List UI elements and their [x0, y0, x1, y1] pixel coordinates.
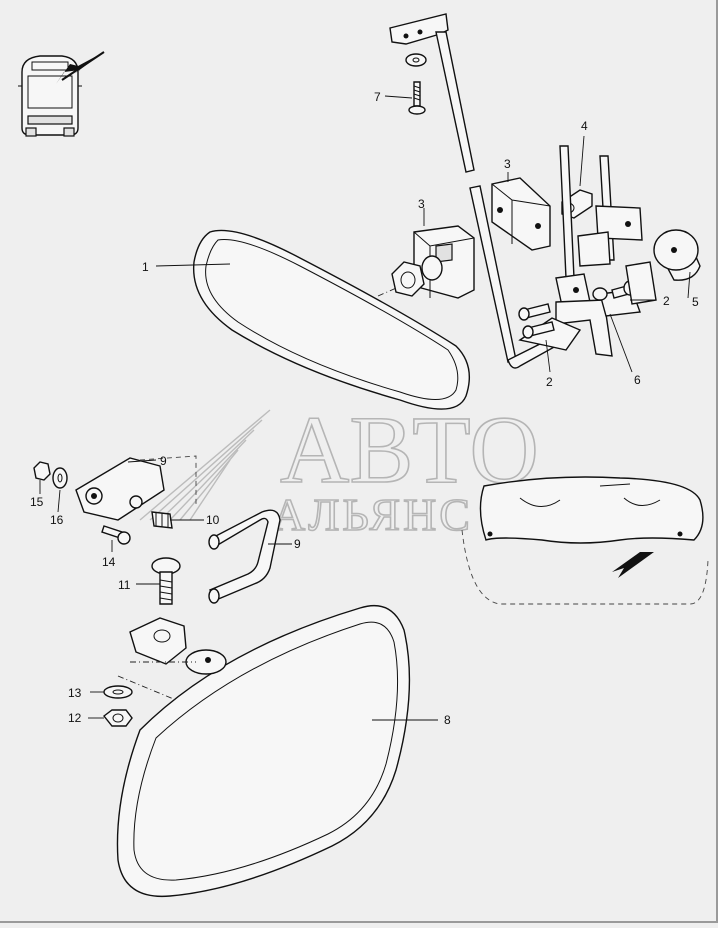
bumper-5 — [653, 229, 701, 281]
clamp-block-3-right — [491, 177, 551, 251]
callout-4: 4 — [581, 119, 588, 133]
callout-14: 14 — [102, 555, 116, 569]
callout-labels: 1 2 2 3 3 4 5 6 7 8 9 9 10 11 12 13 14 1… — [30, 90, 699, 727]
callout-16: 16 — [50, 513, 64, 527]
main-mirror — [116, 604, 411, 898]
clamp-block-3-left — [391, 225, 475, 299]
callout-1: 1 — [142, 260, 149, 274]
insert-10 — [151, 511, 173, 529]
washer-13 — [103, 685, 133, 699]
callout-2-right: 2 — [663, 294, 670, 308]
inset-arrow-icon — [612, 552, 654, 578]
callout-9-lower: 9 — [294, 537, 301, 551]
nut-12 — [103, 709, 133, 727]
leader-lines — [39, 95, 691, 721]
watermark-line2: АЛЬЯНС — [272, 489, 473, 540]
bracket-screws — [518, 303, 555, 339]
callout-10: 10 — [206, 513, 220, 527]
inset-view — [461, 476, 709, 605]
callout-12: 12 — [68, 711, 82, 725]
upper-mirror — [192, 229, 470, 410]
screw-14 — [101, 525, 131, 545]
callout-11: 11 — [118, 578, 131, 592]
bus-front-icon — [18, 55, 82, 137]
direction-arrow-icon — [56, 51, 105, 84]
callout-3-right: 3 — [504, 157, 511, 171]
washer-16 — [52, 467, 68, 489]
callout-5: 5 — [692, 295, 699, 309]
bolt-11 — [151, 557, 181, 605]
screw-7 — [405, 53, 427, 115]
callout-15: 15 — [30, 495, 44, 509]
side-bracket — [75, 455, 197, 521]
nut-15 — [33, 461, 51, 481]
bent-rod-9 — [208, 509, 281, 604]
watermark-logo-stripes — [139, 409, 271, 521]
callout-3-left: 3 — [418, 197, 425, 211]
bracket-assembly — [518, 145, 643, 357]
callout-9-upper: 9 — [160, 454, 167, 468]
callout-7: 7 — [374, 90, 381, 104]
callout-6: 6 — [634, 373, 641, 387]
callout-8: 8 — [444, 713, 451, 727]
mirror-arm-rod — [389, 13, 557, 369]
mirror-mount-bracket — [129, 617, 227, 675]
callout-2-bottom: 2 — [546, 375, 553, 389]
callout-13: 13 — [68, 686, 82, 700]
